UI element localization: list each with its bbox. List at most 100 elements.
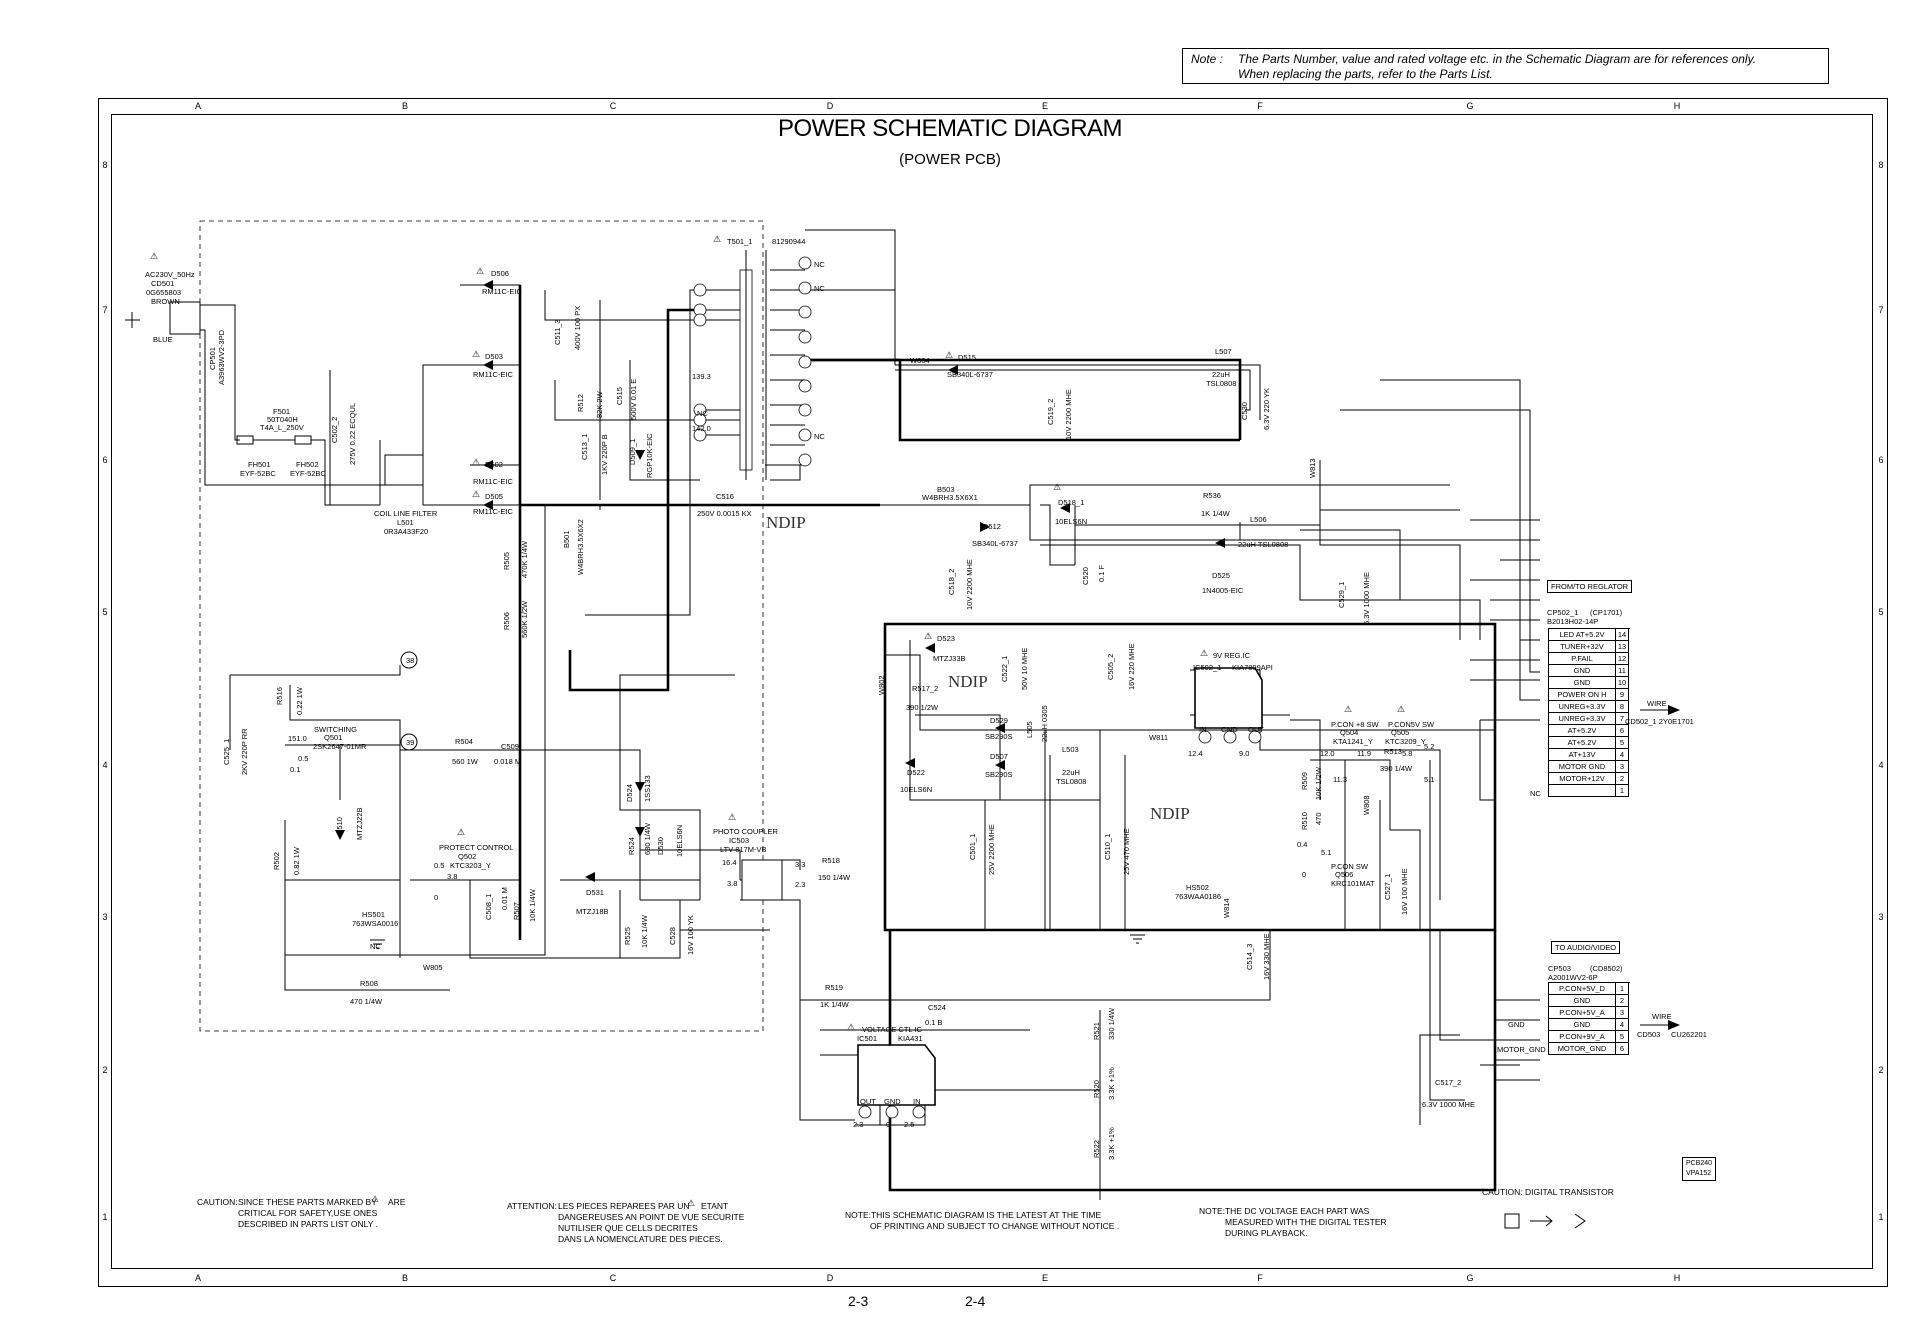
pin-name: P.FAIL [1548,653,1616,665]
ic501-gnd-pin: GND [884,1097,901,1106]
f501-label: F501 [273,407,291,416]
dc-voltage-note-2: MEASURED WITH THE DIGITAL TESTER [1225,1217,1387,1227]
warning-triangle-icon: ⚠ [1344,704,1353,714]
warning-triangle-icon: ⚠ [457,827,466,837]
q505-part: KTC3209_Y [1385,737,1426,746]
col-marker: C [609,1273,617,1283]
switching-label: SWITCHING [314,725,357,734]
vctl-label: VOLTAGE CTL IC [862,1025,922,1034]
c513-label: C513_1 [580,433,589,460]
q505-label: Q505 [1391,728,1410,737]
dc-voltage-note-1: NOTE:THE DC VOLTAGE EACH PART WAS [1199,1206,1370,1216]
voltage-2-5: 2.5 [904,1120,915,1129]
c501-value: 25V 2200 MHE [987,824,996,875]
c520-label: C520 [1081,567,1090,585]
r521-value: 330 1/4W [1107,1007,1116,1040]
pin-number: 3 [1616,1007,1629,1019]
r516-value: 0.22 1W [295,687,304,715]
q506-part: KRC101MAT [1331,879,1375,888]
d525-label: D525 [1212,571,1230,580]
c529-label: C529_1 [1337,581,1346,608]
pin-name: LED AT+5.2V [1548,629,1616,641]
c520-value: 0.1 F [1097,564,1106,582]
r516-label: R516 [275,687,284,705]
d515-part: SB340L-6737 [947,370,993,379]
col-marker: F [1257,1273,1263,1283]
d530-label: D530 [656,837,665,855]
l503-part: TSL0808 [1056,777,1087,786]
caution-line-1: SINCE THESE PARTS MARKED BY [238,1197,377,1207]
row-marker: 5 [102,607,108,617]
col-marker: E [1041,101,1048,111]
attention-line-4: DANS LA NOMENCLATURE DES PIECES. [558,1234,723,1244]
d505-part: RM11C-EIC [473,507,513,516]
b501-label: B501 [562,530,571,548]
d522-label: D522 [907,768,925,777]
hs501-part: 763WSA0016 [352,919,399,928]
d523-label: D523 [937,634,955,643]
d512-part: SB340L-6737 [972,539,1018,548]
pin-name: P.CON+9V_A [1548,1031,1616,1043]
t501-label: T501_1 [727,237,753,246]
ndip-label: NDIP [1150,804,1190,823]
schematic-note-1b: OF PRINTING AND SUBJECT TO CHANGE WITHOU… [870,1221,1120,1231]
row-marker: 8 [1878,160,1884,170]
pin-name: GND [1548,995,1616,1007]
r536-label: R536 [1203,491,1221,500]
c511-label: C511_3 [553,319,562,345]
cp502-alias: (CP1701) [1590,608,1623,617]
hs502-label: HS502 [1186,883,1209,892]
d523-part: MTZJ33B [933,654,966,663]
r517-label: R517_2 [912,684,939,693]
pin-name: AT+5.2V [1548,725,1616,737]
pin-number: 7 [1616,713,1629,725]
d524-part: 1SS133 [643,775,652,802]
warning-triangle-icon: ⚠ [371,1194,380,1204]
voltage-11-3: 11.3 [1333,775,1348,784]
col-marker: F [1257,101,1263,111]
cp502-part: B2013H02-14P [1547,617,1599,626]
voltage-0-1: 0.1 [290,765,301,774]
w814-label: W814 [1222,898,1231,918]
warning-triangle-icon: ⚠ [924,631,933,641]
diagram-title: POWER SCHEMATIC DIAGRAM [777,115,1123,142]
r502-label: R502 [272,852,281,870]
pin-number: 10 [1616,677,1629,689]
l507-value: 22uH [1212,370,1230,379]
c529-value: 6.3V 1000 MHE [1362,572,1371,625]
pin-name: UNREG+3.3V [1548,701,1616,713]
voltage-11-9: 11.9 [1357,749,1372,758]
blue-wire-label: BLUE [153,335,173,344]
caution-line-2: CRITICAL FOR SAFETY,USE ONES [238,1208,378,1218]
c525-value: 2KV 220P RR [240,728,249,775]
ic501-label: IC501 [857,1034,878,1043]
pin-number: 2 [1616,995,1629,1007]
row-marker: 4 [1878,760,1884,770]
c508-label: C508_1 [484,893,493,920]
c511-value: 400V 100 PX [573,305,582,350]
voltage-16-4: 16.4 [722,858,737,867]
motor-gnd-label: MOTOR_GND [1497,1045,1546,1054]
c524-label: C524 [928,1003,946,1012]
pin-number: 4 [1616,1019,1629,1031]
voltage-0b: 0 [434,893,439,902]
voltage-5-1: 5.1 [1424,775,1435,784]
c502-label: C502_2 [330,416,339,443]
pin-number: 9 [1616,689,1629,701]
cp503-alias: (CD8502) [1590,964,1623,973]
w811-label: W811 [1149,733,1169,742]
r505-value: 470K 1/4W [520,540,529,578]
drawing-frame-outer [98,98,1888,1287]
q506-label: Q506 [1335,870,1354,879]
d524-label: D524 [625,784,634,802]
voltage-3-8: 3.8 [447,872,458,881]
warning-triangle-icon: ⚠ [472,349,481,359]
c510-label: C510_1 [1103,833,1112,860]
voltage-142: 142.0 [692,424,711,433]
c517-value: 6.3V 1000 MHE [1422,1100,1475,1109]
